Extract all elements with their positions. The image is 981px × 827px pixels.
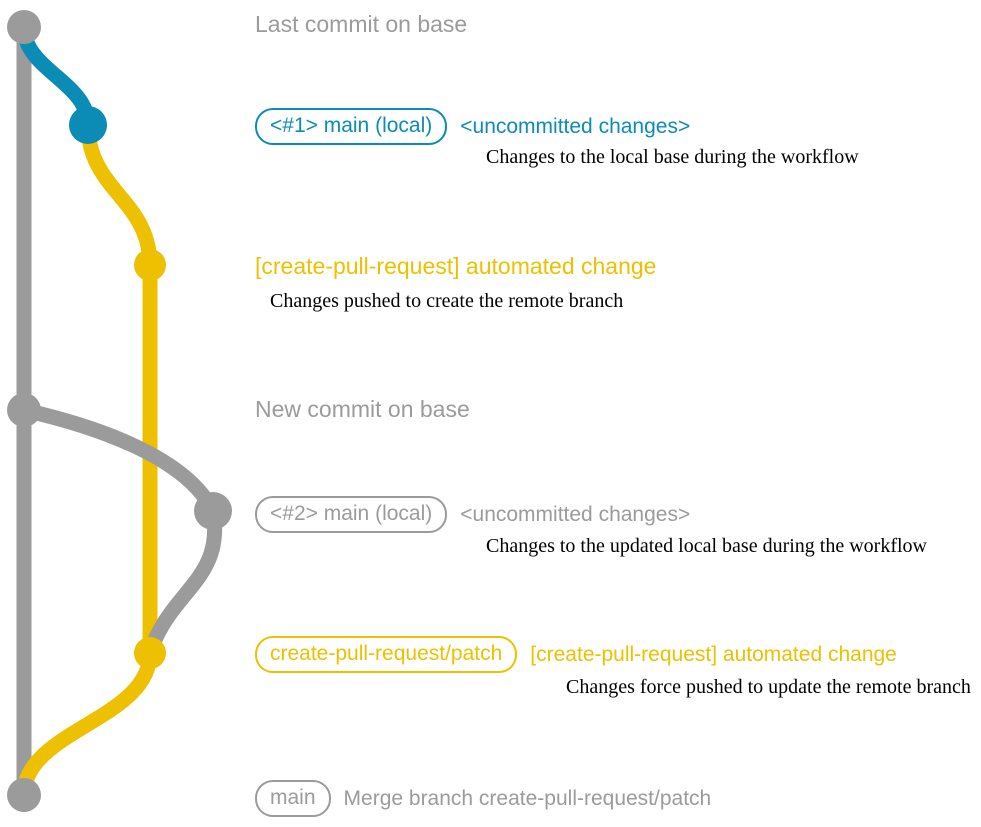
commit-subject: <uncommitted changes> [460, 115, 691, 138]
commit-subject: New commit on base [255, 396, 470, 422]
commit-row-local-2: <#2> main (local) <uncommitted changes> [255, 496, 690, 533]
branch-badge-create-pull-request-patch[interactable]: create-pull-request/patch [255, 636, 518, 673]
commit-node-patch-2[interactable] [134, 637, 166, 669]
commit-node-local-1[interactable] [69, 106, 107, 144]
commit-description-local-1: Changes to the local base during the wor… [486, 146, 859, 168]
branch-badge-main-local-1[interactable]: <#1> main (local) [255, 108, 448, 145]
commit-subject: <uncommitted changes> [460, 503, 691, 526]
commit-row-base-last: Last commit on base [255, 13, 467, 36]
commit-row-base-new: New commit on base [255, 398, 470, 421]
commit-subject: [create-pull-request] automated change [530, 643, 897, 666]
commit-description-local-2: Changes to the updated local base during… [486, 535, 927, 557]
commit-subject: [create-pull-request] automated change [255, 253, 657, 279]
commit-node-local-2[interactable] [194, 492, 232, 530]
edge-local-2-to-patch-2 [142, 503, 223, 661]
edge-local-1-to-patch-1 [80, 117, 158, 273]
commit-description-patch-2: Changes force pushed to update the remot… [566, 676, 971, 698]
commit-row-base-merge: main Merge branch create-pull-request/pa… [255, 780, 711, 817]
edge-base-new-to-local-2 [16, 402, 221, 519]
commit-node-patch-1[interactable] [134, 249, 166, 281]
edge-patch-2-to-merge [16, 645, 158, 803]
commit-subject: Last commit on base [255, 11, 468, 37]
commit-row-patch-2: create-pull-request/patch [create-pull-r… [255, 636, 897, 673]
commit-row-patch-1: [create-pull-request] automated change [255, 255, 656, 278]
branch-badge-main-local-2[interactable]: <#2> main (local) [255, 496, 448, 533]
commit-node-base-last[interactable] [7, 10, 41, 44]
branch-badge-main[interactable]: main [255, 780, 331, 817]
commit-subject: Merge branch create-pull-request/patch [343, 787, 712, 810]
commit-node-base-merge[interactable] [7, 778, 41, 812]
commit-row-local-1: <#1> main (local) <uncommitted changes> [255, 108, 690, 145]
commit-description-patch-1: Changes pushed to create the remote bran… [270, 290, 624, 312]
commit-node-base-new[interactable] [7, 393, 41, 427]
